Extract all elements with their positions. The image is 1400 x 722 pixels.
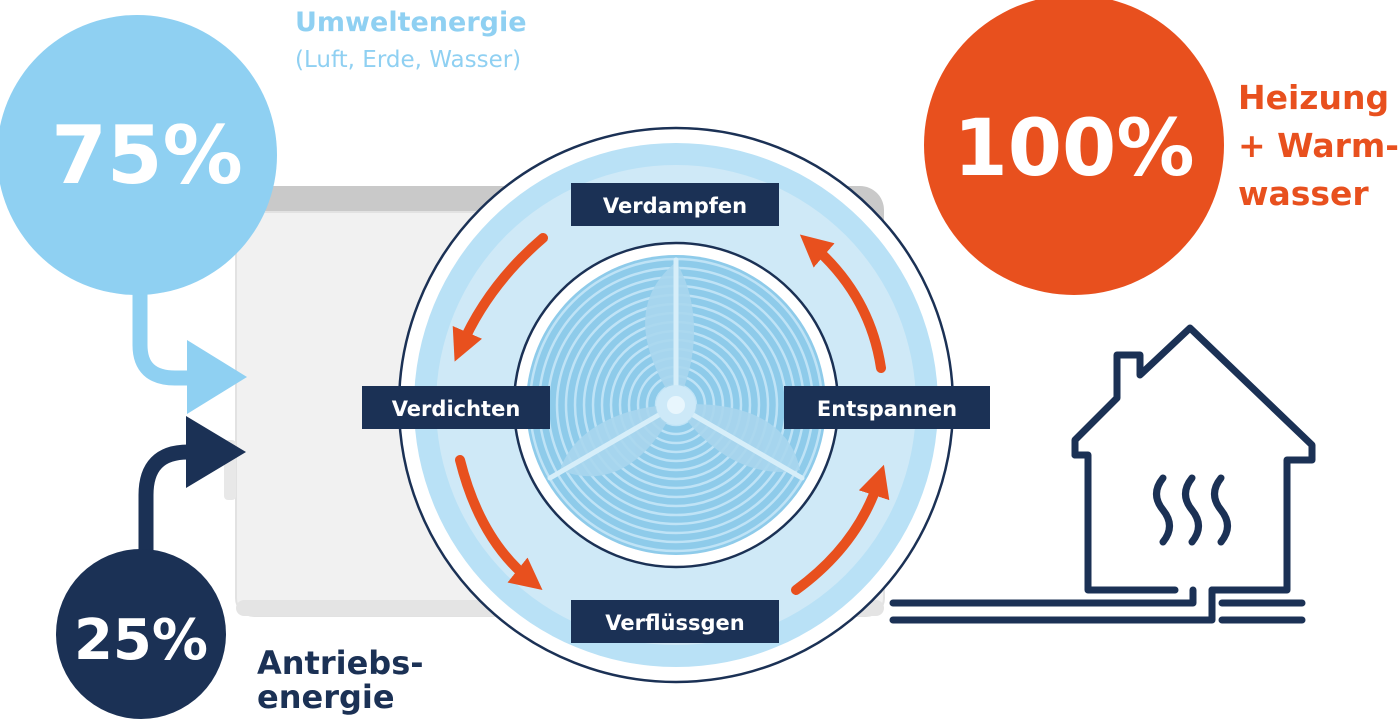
drive-percent: 25% [74, 608, 208, 673]
environment-arrowhead [187, 340, 247, 414]
environment-percent: 75% [51, 109, 242, 202]
environment-circle [0, 15, 277, 295]
label-verdampfen-text: Verdampfen [603, 194, 747, 218]
cycle-arrows [452, 233, 890, 595]
output-circle [924, 0, 1224, 295]
environment-label: Umweltenergie [295, 7, 527, 38]
output-label-line1: Heizung [1238, 78, 1389, 117]
environment-energy: 75% Umweltenergie (Luft, Erde, Wasser) [0, 7, 527, 414]
arrow-top-left [452, 233, 548, 362]
output-label-line2: + Warm- [1238, 126, 1399, 165]
environment-connector [132, 260, 200, 386]
label-verdichten-text: Verdichten [392, 397, 521, 421]
label-entspannen: Entspannen [784, 386, 990, 429]
arrow-bottom-left [455, 455, 543, 590]
output-percent: 100% [954, 104, 1195, 194]
output-label-line3: wasser [1238, 174, 1369, 213]
environment-sublabel: (Luft, Erde, Wasser) [295, 47, 521, 73]
drive-label-line2: energie [257, 678, 395, 716]
label-entspannen-text: Entspannen [817, 397, 957, 421]
drive-arrowhead [186, 416, 246, 488]
house-icon [889, 324, 1316, 624]
drive-energy: 25% Antriebs- energie [56, 416, 424, 719]
label-verdampfen: Verdampfen [571, 183, 779, 226]
label-verdichten: Verdichten [362, 386, 550, 429]
heat-waves-icon [1153, 474, 1231, 546]
arrow-top-right [799, 234, 886, 373]
drive-label-line1: Antriebs- [257, 644, 424, 682]
drive-circle [56, 549, 226, 719]
label-verfluessgen-text: Verflüssgen [605, 611, 744, 635]
label-verfluessgen: Verflüssgen [571, 600, 779, 643]
arrow-bottom-right [791, 464, 890, 595]
heat-output: 100% Heizung + Warm- wasser [924, 0, 1399, 295]
